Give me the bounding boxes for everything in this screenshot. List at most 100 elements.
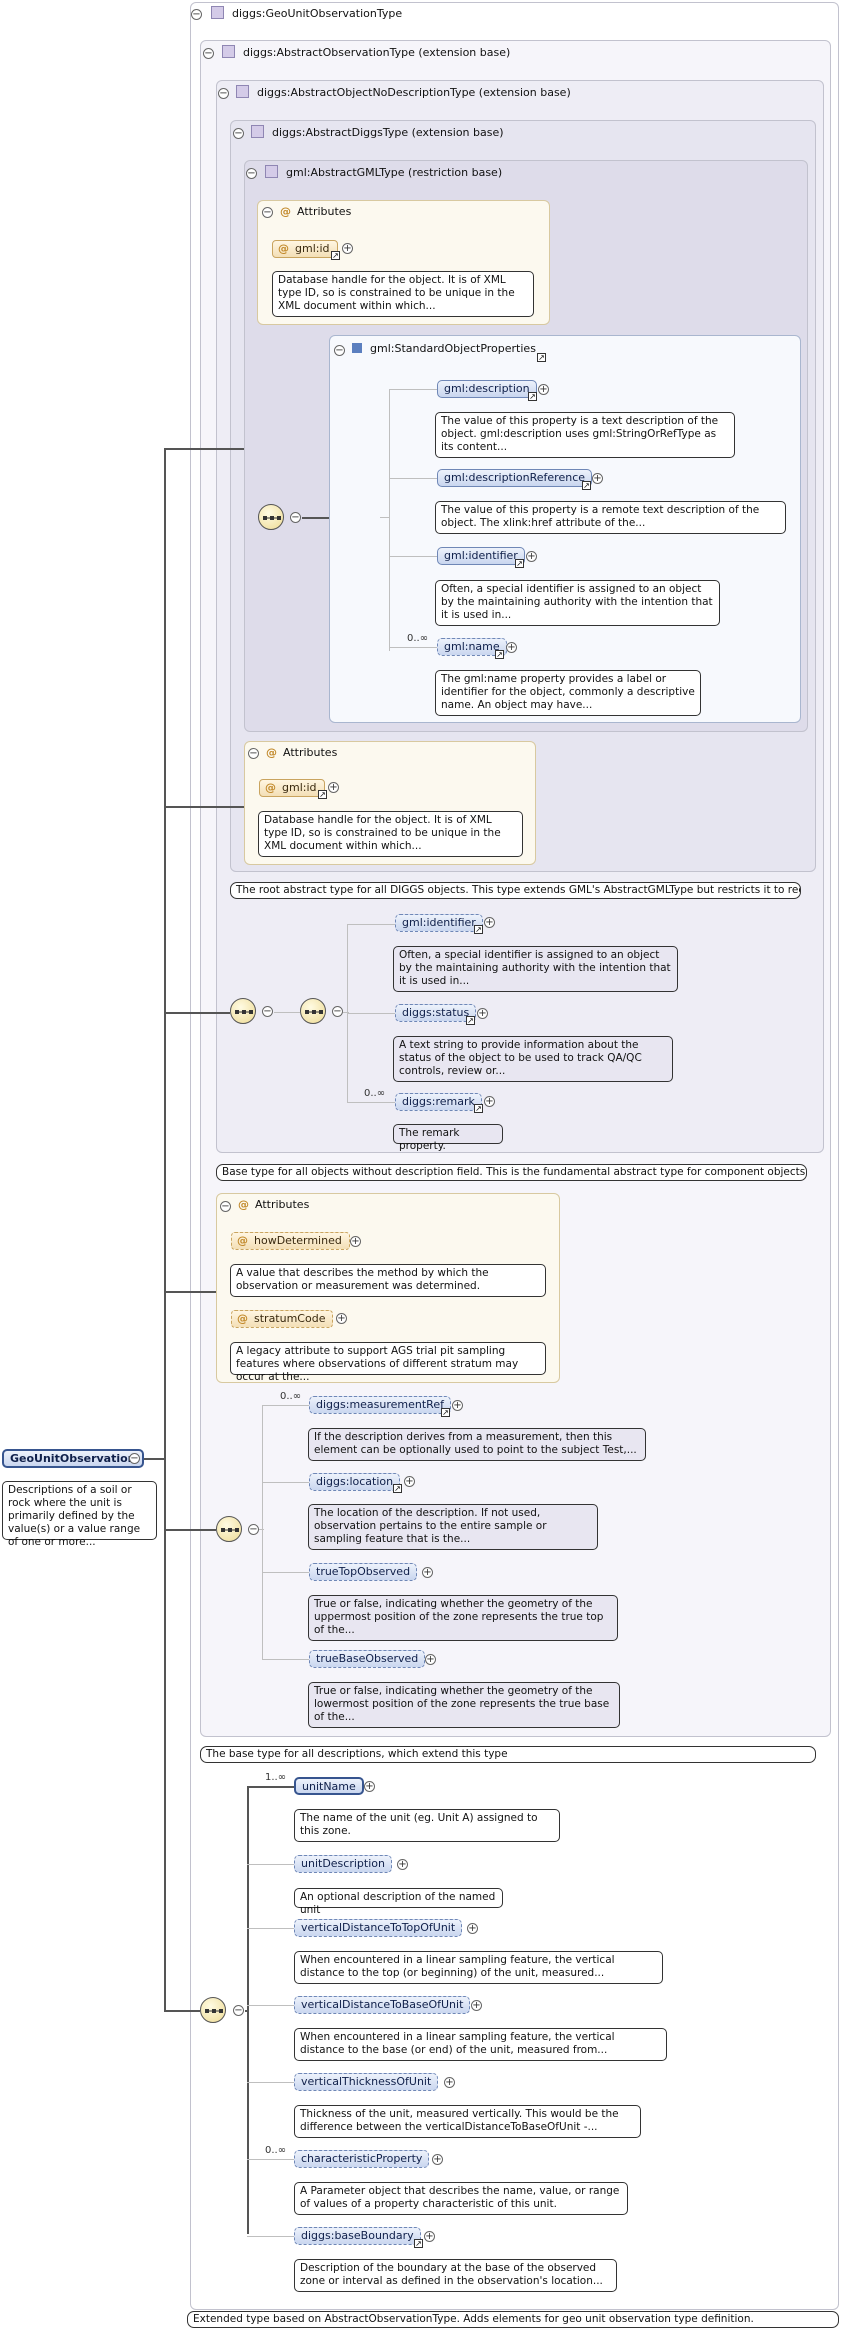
element-unitname[interactable]: unitName (294, 1777, 364, 1795)
attribute-howdetermined[interactable]: @howDetermined (231, 1232, 350, 1250)
expand-icon[interactable]: + (484, 1096, 495, 1107)
expand-icon[interactable]: + (506, 642, 517, 653)
attribute-description: Database handle for the object. It is of… (272, 271, 534, 317)
sequence-compositor-icon (230, 998, 256, 1024)
expand-icon[interactable]: + (444, 2077, 455, 2088)
expand-icon[interactable]: + (538, 384, 549, 395)
expand-icon[interactable]: + (477, 1008, 488, 1019)
element-truetopobserved[interactable]: trueTopObserved (309, 1563, 418, 1581)
link-arrow-icon[interactable]: ↗ (515, 559, 524, 568)
sequence-compositor-icon (200, 1997, 226, 2023)
link-arrow-icon[interactable]: ↗ (393, 1484, 402, 1493)
expand-icon[interactable]: + (452, 1400, 463, 1411)
element-verticaldistancetobaseofunit[interactable]: verticalDistanceToBaseOfUnit (294, 1996, 471, 2014)
expand-icon[interactable]: + (328, 782, 339, 793)
expand-icon[interactable]: + (350, 1236, 361, 1247)
collapse-icon[interactable]: − (290, 512, 301, 523)
collapse-icon[interactable]: − (262, 207, 273, 218)
tree-connector (262, 1405, 263, 1659)
element-gml-name[interactable]: gml:name (437, 638, 507, 656)
collapse-icon[interactable]: − (129, 1453, 140, 1464)
element-truebaseobserved[interactable]: trueBaseObserved (309, 1650, 426, 1668)
link-arrow-icon[interactable]: ↗ (474, 1104, 483, 1113)
element-diggs-remark[interactable]: diggs:remark (395, 1093, 482, 1111)
collapse-icon[interactable]: − (332, 1006, 343, 1017)
tree-connector (247, 1786, 295, 1788)
link-arrow-icon[interactable]: ↗ (495, 650, 504, 659)
tree-connector (380, 517, 390, 518)
link-arrow-icon[interactable]: ↗ (582, 481, 591, 490)
tree-connector (389, 556, 437, 557)
tree-connector (389, 478, 437, 479)
collapse-icon[interactable]: − (220, 1201, 231, 1212)
expand-icon[interactable]: + (526, 551, 537, 562)
element-verticaldistancetotopofunit[interactable]: verticalDistanceToTopOfUnit (294, 1919, 463, 1937)
tree-connector (164, 1012, 230, 1014)
collapse-icon[interactable]: − (248, 748, 259, 759)
expand-icon[interactable]: + (467, 1923, 478, 1934)
link-arrow-icon[interactable]: ↗ (537, 353, 546, 362)
element-gml-descriptionreference[interactable]: gml:descriptionReference (437, 469, 593, 487)
link-arrow-icon[interactable]: ↗ (466, 1016, 475, 1025)
element-description: True or false, indicating whether the ge… (308, 1595, 618, 1641)
element-diggs-baseboundary[interactable]: diggs:baseBoundary (294, 2227, 421, 2245)
tree-connector (144, 1458, 166, 1460)
type-title: diggs:GeoUnitObservationType (211, 6, 402, 20)
collapse-icon[interactable]: − (191, 9, 202, 20)
element-verticalthicknessofunit[interactable]: verticalThicknessOfUnit (294, 2073, 439, 2091)
complex-type-icon (265, 165, 278, 178)
attribute-gml-id[interactable]: @gml:id (272, 240, 338, 258)
element-characteristicproperty[interactable]: characteristicProperty (294, 2150, 430, 2168)
attribute-gml-id[interactable]: @gml:id (259, 779, 325, 797)
attribute-stratumcode[interactable]: @stratumCode (231, 1310, 334, 1328)
element-gml-description[interactable]: gml:description (437, 380, 537, 398)
expand-icon[interactable]: + (432, 2154, 443, 2165)
type-title: gml:AbstractGMLType (restriction base) (265, 165, 502, 179)
element-gml-identifier[interactable]: gml:identifier (395, 914, 483, 932)
collapse-icon[interactable]: − (218, 88, 229, 99)
collapse-icon[interactable]: − (246, 168, 257, 179)
collapse-icon[interactable]: − (262, 1006, 273, 1017)
expand-icon[interactable]: + (484, 917, 495, 928)
type-caption: The base type for all descriptions, whic… (200, 1746, 816, 1763)
expand-icon[interactable]: + (592, 473, 603, 484)
tree-connector (247, 1928, 295, 1929)
collapse-icon[interactable]: − (233, 128, 244, 139)
expand-icon[interactable]: + (424, 2231, 435, 2242)
attribute-description: A value that describes the method by whi… (230, 1264, 546, 1297)
element-description: When encountered in a linear sampling fe… (294, 2028, 667, 2061)
link-arrow-icon[interactable]: ↗ (331, 251, 340, 260)
element-diggs-measurementref[interactable]: diggs:measurementRef (309, 1396, 451, 1414)
link-arrow-icon[interactable]: ↗ (318, 790, 327, 799)
element-diggs-status[interactable]: diggs:status (395, 1004, 477, 1022)
expand-icon[interactable]: + (422, 1567, 433, 1578)
root-element-geounitobservation[interactable]: GeoUnitObservation (2, 1449, 144, 1468)
tree-connector (389, 389, 437, 390)
link-arrow-icon[interactable]: ↗ (474, 925, 483, 934)
collapse-icon[interactable]: − (248, 1524, 259, 1535)
expand-icon[interactable]: + (425, 1654, 436, 1665)
element-description: True or false, indicating whether the ge… (308, 1682, 620, 1728)
expand-icon[interactable]: + (404, 1476, 415, 1487)
collapse-icon[interactable]: − (334, 345, 345, 356)
link-arrow-icon[interactable]: ↗ (441, 1408, 450, 1417)
type-title: diggs:AbstractDiggsType (extension base) (251, 125, 504, 139)
attributes-title: @Attributes (280, 205, 352, 218)
link-arrow-icon[interactable]: ↗ (414, 2239, 423, 2248)
expand-icon[interactable]: + (364, 1781, 375, 1792)
collapse-icon[interactable]: − (203, 48, 214, 59)
tree-connector (247, 1864, 295, 1865)
link-arrow-icon[interactable]: ↗ (528, 392, 537, 401)
expand-icon[interactable]: + (342, 243, 353, 254)
element-gml-identifier[interactable]: gml:identifier (437, 547, 525, 565)
expand-icon[interactable]: + (397, 1859, 408, 1870)
expand-icon[interactable]: + (336, 1313, 347, 1324)
collapse-icon[interactable]: − (233, 2005, 244, 2016)
sequence-compositor-icon (258, 504, 284, 530)
tree-connector (164, 2010, 200, 2012)
element-description: Often, a special identifier is assigned … (393, 946, 678, 992)
element-unitdescription[interactable]: unitDescription (294, 1855, 392, 1873)
element-diggs-location[interactable]: diggs:location (309, 1473, 401, 1491)
expand-icon[interactable]: + (471, 2000, 482, 2011)
element-description: Often, a special identifier is assigned … (435, 580, 720, 626)
